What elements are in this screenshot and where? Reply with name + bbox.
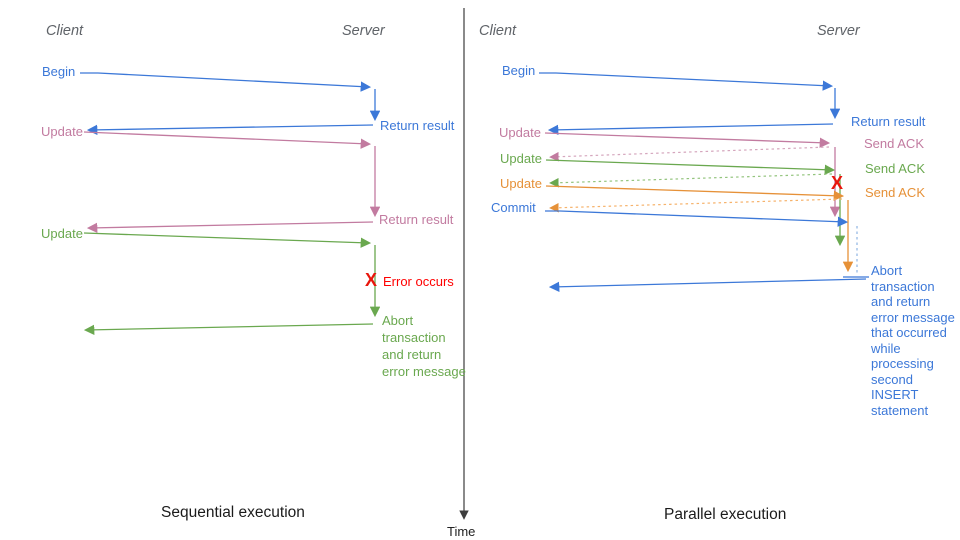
right-abort-label: Abort transaction and return error messa… <box>871 263 955 418</box>
right-commit-send-arrow <box>545 210 849 227</box>
left-update-1-send-arrow <box>83 131 372 149</box>
right-send-ack-2-label: Send ACK <box>865 161 925 176</box>
right-update-3-send-arrow <box>545 185 845 201</box>
right-update-1-send-arrow <box>544 132 831 148</box>
right-ack-1-dotted-arrow <box>549 146 830 162</box>
left-begin-send-arrow <box>80 72 372 92</box>
right-client-header: Client <box>479 23 517 39</box>
right-return-result-label: Return result <box>851 114 926 129</box>
left-abort-return-arrow <box>83 323 374 336</box>
left-server-header: Server <box>342 23 385 39</box>
right-begin-send-arrow <box>539 72 834 91</box>
right-update-2-send-arrow <box>545 159 836 175</box>
time-axis-label: Time <box>447 524 476 539</box>
right-error-x-mark: X <box>831 173 844 193</box>
right-update-1-label: Update <box>499 125 541 140</box>
left-return-result-2-arrow <box>86 221 374 234</box>
right-ack-3-dotted-arrow <box>549 198 843 213</box>
right-caption: Parallel execution <box>664 506 787 523</box>
right-server-header: Server <box>817 23 860 39</box>
right-abort-return-arrow <box>548 278 867 292</box>
left-return-result-1-label: Return result <box>380 118 455 133</box>
left-update-1-label: Update <box>41 124 83 139</box>
left-return-result-2-label: Return result <box>379 212 454 227</box>
right-update-3-label: Update <box>500 176 542 191</box>
right-send-ack-3-label: Send ACK <box>865 185 925 200</box>
left-abort-label: Abort transaction and return error messa… <box>382 313 466 379</box>
left-return-result-1-arrow <box>86 124 374 136</box>
right-send-ack-1-label: Send ACK <box>864 136 924 151</box>
left-caption: Sequential execution <box>161 504 305 521</box>
left-error-x-mark: X <box>365 270 378 290</box>
left-client-header: Client <box>46 23 84 39</box>
right-ack-2-dotted-arrow <box>549 173 833 188</box>
left-error-label: Error occurs <box>383 274 454 289</box>
right-update-2-label: Update <box>500 151 542 166</box>
right-begin-label: Begin <box>502 63 536 78</box>
left-update-2-label: Update <box>41 226 83 241</box>
left-begin-label: Begin <box>42 64 76 79</box>
right-return-result-arrow <box>547 123 834 136</box>
left-update-2-send-arrow <box>83 232 372 248</box>
right-commit-label: Commit <box>491 200 536 215</box>
